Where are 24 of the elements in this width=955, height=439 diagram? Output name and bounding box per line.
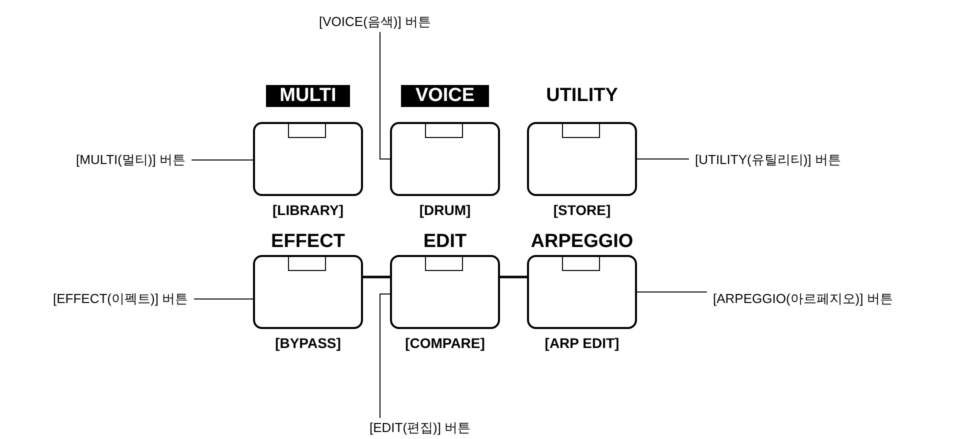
button-name: MULTI [266, 85, 350, 107]
button-name: UTILITY [546, 85, 618, 107]
leader-line [380, 294, 390, 418]
shift-function-label: [ARP EDIT] [544, 334, 620, 352]
callout-label: [EFFECT(이펙트)] 버튼 [53, 291, 188, 307]
button-name: VOICE [401, 85, 489, 107]
leader-line [194, 298, 254, 300]
connector-line [500, 276, 527, 278]
callout-label: [MULTI(멀티)] 버튼 [76, 152, 186, 168]
leader-line [380, 32, 390, 160]
shift-function-label: [STORE] [553, 201, 611, 219]
shift-function-label: [LIBRARY] [272, 201, 344, 219]
button-name: EDIT [423, 231, 467, 253]
button-name: ARPEGGIO [530, 231, 634, 253]
callout-label: [EDIT(편집)] 버튼 [370, 420, 471, 436]
leader-line [636, 158, 690, 160]
connector-line [363, 276, 390, 278]
callout-label: [ARPEGGIO(아르페지오)] 버튼 [713, 291, 893, 307]
shift-function-label: [BYPASS] [275, 334, 341, 352]
callout-label: [UTILITY(유틸리티)] 버튼 [695, 152, 841, 168]
shift-function-label: [COMPARE] [405, 334, 485, 352]
callout-label: [VOICE(음색)] 버튼 [319, 14, 431, 30]
shift-function-label: [DRUM] [419, 201, 471, 219]
button-name: EFFECT [271, 231, 345, 253]
